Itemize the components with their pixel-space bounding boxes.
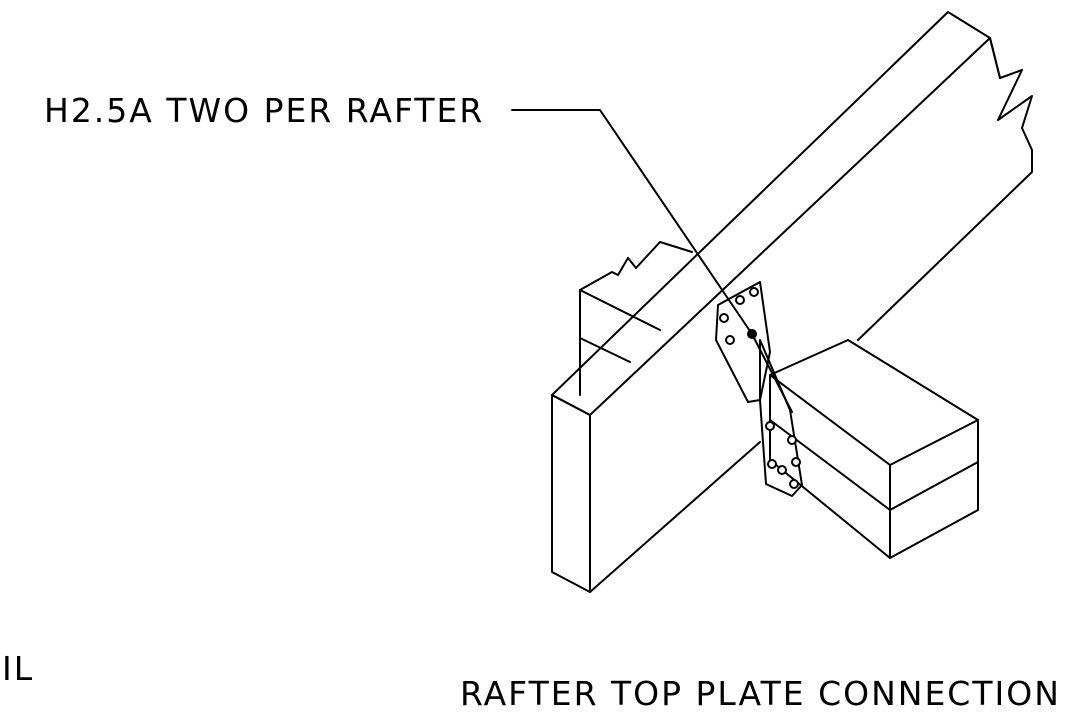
callout-label: H2.5A TWO PER RAFTER	[44, 91, 484, 130]
rafter	[551, 11, 1033, 593]
top-plate-back	[579, 241, 693, 396]
hurricane-tie	[715, 281, 803, 497]
drawing-title: RAFTER TOP PLATE CONNECTION	[460, 674, 1061, 713]
callout-leader	[511, 109, 753, 335]
top-plate-lower	[769, 419, 979, 559]
partial-left-label: IL	[2, 649, 34, 688]
